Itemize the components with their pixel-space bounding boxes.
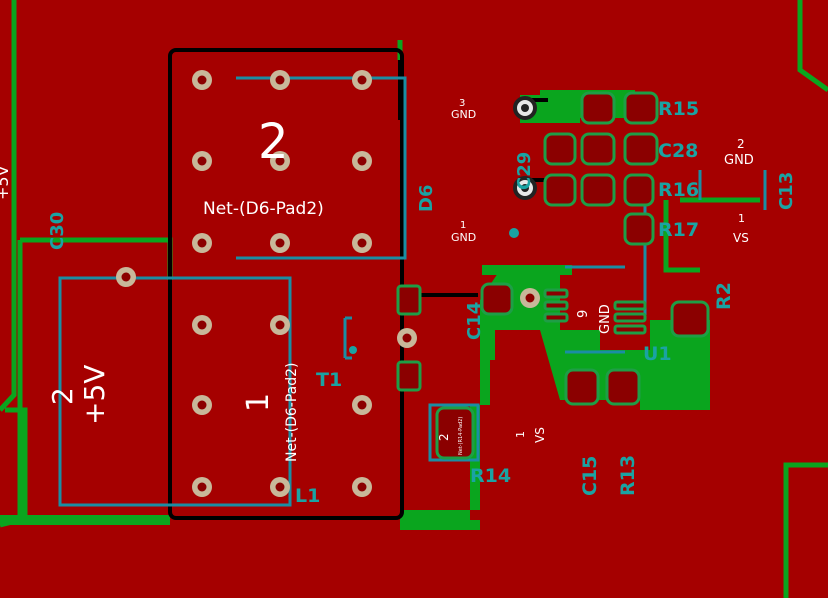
- through-hole-drill: [275, 156, 285, 166]
- d6-designator: D6: [416, 185, 437, 212]
- u1-designator: U1: [643, 343, 672, 365]
- through-hole-drill: [197, 75, 207, 85]
- gnd1-number: 1: [460, 220, 466, 231]
- c13-designator: C13: [776, 172, 797, 210]
- through-hole-drill: [275, 75, 285, 85]
- through-hole-drill: [525, 293, 535, 303]
- c30-net-label: +5V: [78, 365, 111, 425]
- d6-net-label: Net-(D6-Pad2): [203, 199, 324, 219]
- c30-pad-number: 2: [46, 387, 79, 405]
- through-hole-drill: [197, 156, 207, 166]
- d6-pad-number: 2: [258, 114, 289, 170]
- through-hole-drill: [275, 482, 285, 492]
- gnd3-net: GND: [451, 108, 476, 121]
- c30-designator: C30: [47, 212, 68, 250]
- r14-pad-number: 2: [437, 433, 451, 441]
- r2-designator: R2: [713, 282, 735, 310]
- through-hole-drill: [357, 482, 367, 492]
- through-hole-drill: [357, 156, 367, 166]
- c13-pad-number: 2: [737, 137, 745, 151]
- through-hole-drill: [275, 320, 285, 330]
- gnd3-number: 3: [459, 98, 465, 109]
- l1-designator: L1: [295, 485, 320, 507]
- l1-net-label: Net-(D6-Pad2): [284, 363, 300, 462]
- c29-designator: C29: [514, 152, 535, 190]
- l1-pad-number: 1: [241, 393, 276, 412]
- vs-mid-net: VS: [533, 427, 547, 443]
- c15-designator: C15: [579, 456, 601, 496]
- through-hole-drill: [402, 333, 412, 343]
- r13-designator: R13: [617, 455, 639, 496]
- u1-net: GND: [598, 304, 613, 334]
- through-hole-drill: [197, 238, 207, 248]
- vs-right-number: 1: [738, 212, 745, 225]
- c28-designator: C28: [658, 140, 698, 162]
- smd-pads: [396, 91, 710, 460]
- through-hole-drill: [275, 238, 285, 248]
- through-hole-pads: [116, 70, 540, 497]
- through-hole-drill: [357, 238, 367, 248]
- r15-designator: R15: [658, 98, 699, 120]
- through-hole-drill: [357, 75, 367, 85]
- vs-mid-number: 1: [514, 431, 527, 438]
- r14-designator: R14: [470, 465, 511, 487]
- c13-net: GND: [724, 153, 754, 168]
- through-hole-drill: [357, 400, 367, 410]
- left-edge-net-label: +5V: [0, 165, 12, 200]
- through-hole-drill: [197, 400, 207, 410]
- gnd1-net: GND: [451, 231, 476, 244]
- r17-designator: R17: [658, 219, 699, 241]
- vs-right-net: VS: [733, 231, 749, 245]
- through-hole-drill: [121, 272, 131, 282]
- t1-designator: T1: [316, 369, 342, 391]
- c14-designator: C14: [464, 302, 485, 340]
- r16-designator: R16: [658, 179, 699, 201]
- through-hole-drill: [197, 482, 207, 492]
- vias: [349, 96, 537, 354]
- u1-pin-number: 9: [576, 310, 591, 318]
- r14-net: Net-(R14-Pad2): [458, 417, 464, 455]
- through-hole-drill: [197, 320, 207, 330]
